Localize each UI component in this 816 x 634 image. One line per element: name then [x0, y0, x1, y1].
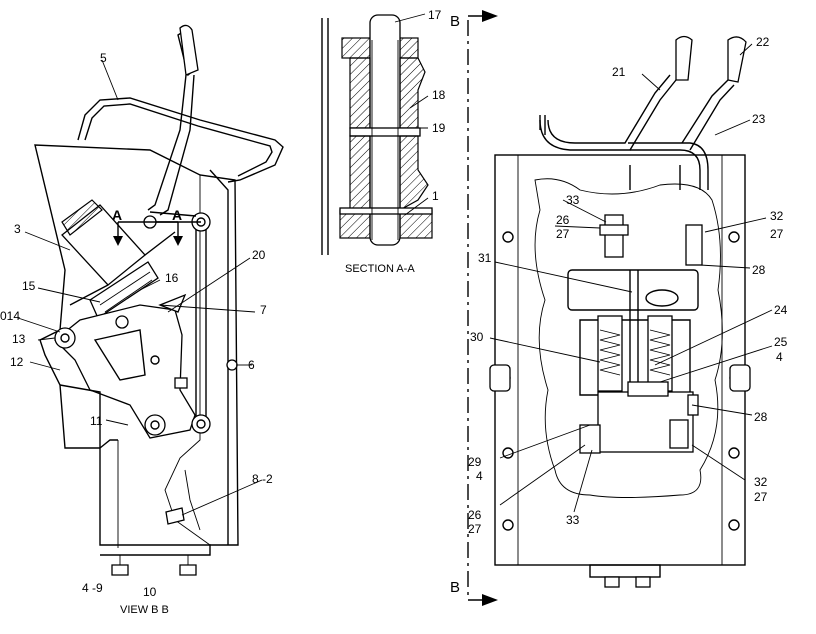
- callout-6: 6: [248, 358, 255, 372]
- callout-15: 15: [22, 279, 36, 293]
- callout-20: 20: [252, 248, 266, 262]
- callout-29: 29: [468, 455, 482, 469]
- callout-23: 23: [752, 112, 766, 126]
- callout-4b: 4: [476, 469, 483, 483]
- callout-16: 16: [165, 271, 179, 285]
- arrow-label-a-right: A: [172, 207, 182, 223]
- left-view: [34, 24, 284, 576]
- callout-32b: 32: [754, 475, 768, 489]
- callout-24: 24: [774, 303, 788, 317]
- callout-17: 17: [428, 8, 442, 22]
- callout-25: 25: [774, 335, 788, 349]
- callout-30: 30: [470, 330, 484, 344]
- callout-3: 3: [14, 222, 21, 236]
- callout-7: 7: [260, 303, 267, 317]
- callout-33b: 33: [566, 513, 580, 527]
- leader-lines: [17, 13, 773, 516]
- callout-26: 26: [556, 213, 570, 227]
- callout-11: 11: [90, 414, 103, 428]
- section-marker-bottom: B: [450, 579, 460, 596]
- right-view: [467, 10, 751, 606]
- callout-8-2: 8 -2: [252, 472, 273, 486]
- callout-27d: 27: [468, 522, 482, 536]
- callout-26b: 26: [468, 508, 482, 522]
- right-callouts: 22 21 23 33 26 27 32 27 31 28 24 30 25 4…: [468, 35, 788, 536]
- callout-27: 27: [556, 227, 570, 241]
- callout-28: 28: [752, 263, 766, 277]
- callout-19: 19: [432, 121, 446, 135]
- callout-32: 32: [770, 209, 784, 223]
- callout-27c: 27: [754, 490, 768, 504]
- callout-18: 18: [432, 88, 446, 102]
- callout-33: 33: [566, 193, 580, 207]
- section-marker-top: B: [450, 13, 460, 30]
- view-labels: A A SECTION A-A VIEW B B B B: [112, 13, 460, 616]
- callout-5: 5: [100, 51, 107, 65]
- callout-22: 22: [756, 35, 770, 49]
- callout-21: 21: [612, 65, 626, 79]
- callout-1: 1: [432, 189, 439, 203]
- callout-31: 31: [478, 251, 492, 265]
- callout-4-9: 4 -9: [82, 581, 103, 595]
- arrow-label-a-left: A: [112, 207, 122, 223]
- callout-12: 12: [10, 355, 24, 369]
- callout-27b: 27: [770, 227, 784, 241]
- callout-10: 10: [143, 585, 157, 599]
- left-callouts: 5 3 15 16 20 7 014 13 12 6 11 8 -2 4 -9 …: [0, 51, 273, 599]
- callout-14: 014: [0, 309, 20, 323]
- section-caption: SECTION A-A: [345, 263, 415, 275]
- callout-4: 4: [776, 350, 783, 364]
- callout-13: 13: [12, 332, 26, 346]
- view-caption: VIEW B B: [120, 604, 169, 616]
- callout-28b: 28: [754, 410, 768, 424]
- section-callouts: 17 18 19 1: [428, 8, 446, 203]
- section-a-a: [321, 14, 433, 255]
